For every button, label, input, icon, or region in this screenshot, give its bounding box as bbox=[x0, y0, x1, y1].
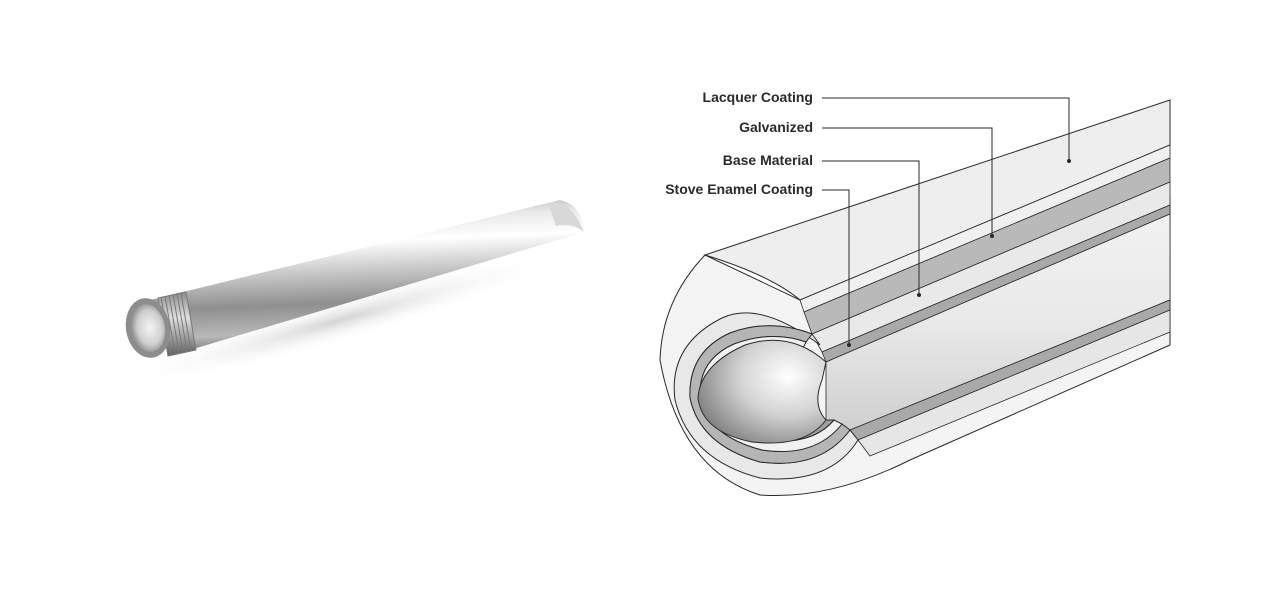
label-lacquer-coating: Lacquer Coating bbox=[703, 89, 813, 105]
lower-band-2 bbox=[857, 309, 1171, 457]
label-galvanized: Galvanized bbox=[739, 119, 813, 135]
layered-pipe-cutaway bbox=[659, 99, 1171, 497]
callout-galvanized: Galvanized bbox=[739, 119, 994, 238]
callout-stove-enamel: Stove Enamel Coating bbox=[665, 181, 851, 347]
callout-lacquer: Lacquer Coating bbox=[703, 89, 1071, 163]
layer-callouts: Lacquer Coating Galvanized Base Material… bbox=[665, 89, 1071, 347]
label-stove-enamel-coating: Stove Enamel Coating bbox=[665, 181, 813, 197]
pipe-photo bbox=[118, 200, 584, 387]
callout-base-material: Base Material bbox=[723, 152, 921, 297]
pipe-end-rings bbox=[673, 312, 859, 480]
bore-opening bbox=[697, 339, 827, 444]
pipe-body bbox=[150, 200, 584, 356]
pipe-shadow bbox=[118, 253, 562, 387]
label-base-material: Base Material bbox=[723, 152, 813, 168]
pipe-far-end bbox=[548, 202, 584, 232]
